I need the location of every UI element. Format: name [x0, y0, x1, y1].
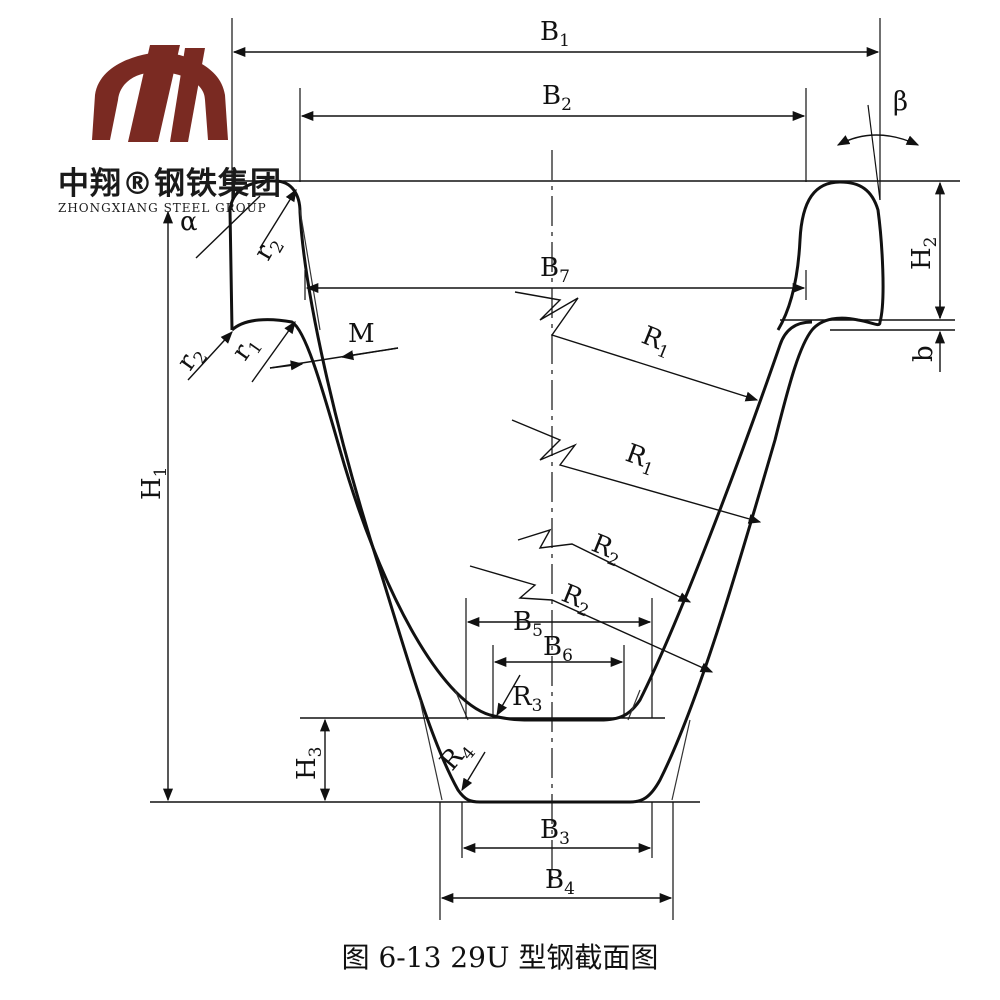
- label-b4: B4: [545, 865, 575, 899]
- label-h3: H3: [292, 746, 326, 780]
- r2a-leader: [517, 528, 692, 603]
- section-outer-outline: [228, 179, 885, 804]
- construction-lines: [299, 209, 691, 801]
- label-r3: R3: [512, 682, 542, 716]
- label-h1: H1: [137, 466, 171, 500]
- alpha-leader: [195, 195, 261, 259]
- r1-leader: [251, 320, 296, 383]
- label-b3: B3: [540, 815, 570, 849]
- label-r2b: r2: [248, 230, 289, 267]
- section-inner-outline: [230, 318, 813, 722]
- figure-caption: 图 6-13 29U 型钢截面图: [341, 941, 659, 974]
- extension-lines: [231, 18, 881, 920]
- label-beta: β: [893, 87, 908, 117]
- r2b-leader: [469, 565, 714, 673]
- label-m: M: [348, 319, 375, 349]
- label-b-small: b: [909, 345, 939, 362]
- label-h2: H2: [907, 236, 941, 270]
- logo-name: 中翔®钢铁集团: [58, 166, 282, 202]
- beta-arc: [836, 134, 920, 146]
- r2b-leader-top: [259, 188, 297, 249]
- label-r1: r1: [226, 330, 267, 369]
- label-r2a: R2: [586, 529, 627, 572]
- r1b-leader: [511, 419, 762, 524]
- label-r1b: R1: [620, 438, 660, 480]
- label-b5: B5: [513, 607, 543, 641]
- label-r1a: R1: [636, 321, 677, 364]
- label-r2b: R2: [556, 579, 597, 622]
- label-b1: B1: [540, 17, 570, 51]
- logo-subtitle: ZHONGXIANG STEEL GROUP: [58, 201, 267, 215]
- r3-leader: [496, 674, 521, 717]
- dimension-labels: B1 B2 B7 B5 B6 B3 B4 H1 H2 H3 b β α M R1…: [137, 17, 941, 899]
- label-b6: B6: [543, 632, 573, 666]
- r2a-leader-left: [187, 331, 233, 381]
- label-r2a: r2: [171, 340, 212, 379]
- reference-lines: [150, 180, 960, 803]
- r4-leader: [461, 751, 486, 792]
- r1a-leader: [514, 291, 759, 402]
- dimension-lines: [162, 46, 946, 904]
- label-alpha: α: [180, 207, 198, 237]
- label-b7: B7: [540, 253, 570, 287]
- radius-leaders: [187, 188, 762, 792]
- logo-mark-icon: [92, 45, 228, 142]
- label-b2: B2: [542, 81, 572, 115]
